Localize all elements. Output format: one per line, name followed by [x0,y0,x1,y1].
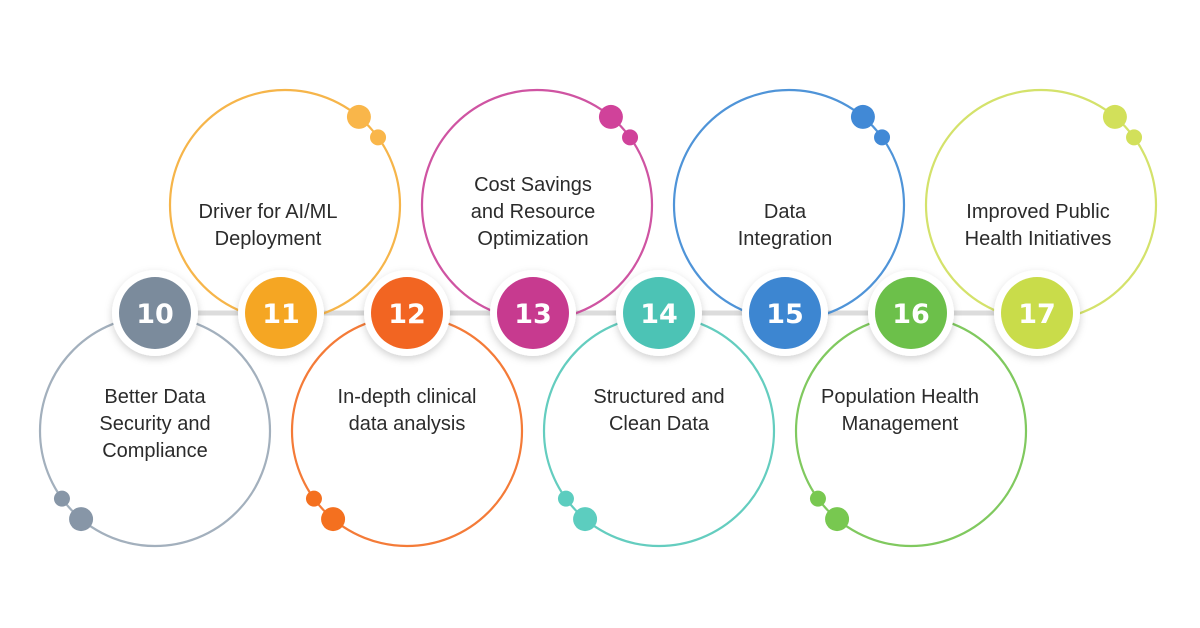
number-node [623,277,695,349]
node-number: 17 [1018,299,1056,330]
item-label-line: data analysis [348,413,466,435]
node-number: 12 [388,299,426,330]
accent-dot-small [1126,129,1143,146]
number-node [875,277,947,349]
item-label-15: Data Integration [695,199,875,253]
item-label-line: and Resource [470,201,596,223]
number-node [497,277,569,349]
item-label-line: Structured and [593,386,725,408]
item-label-12: In-depth clinical data analysis [317,384,497,438]
number-node [1001,277,1073,349]
item-label-line: Integration [737,228,833,250]
accent-dot [825,507,850,532]
item-label-line: Improved Public [966,201,1110,223]
accent-dot [321,507,346,532]
accent-dot [346,104,371,129]
item-label-line: Driver for AI/ML [198,201,338,223]
node-number: 11 [262,299,300,330]
item-label-line: Better Data [104,386,206,408]
item-label-line: In-depth clinical [337,386,477,408]
number-node [371,277,443,349]
node-number: 15 [766,299,804,330]
accent-dot-small [557,490,574,507]
item-label-line: Management [841,413,959,435]
accent-dot [69,507,94,532]
item-label-line: Health Initiatives [964,228,1112,250]
accent-dot-small [622,129,639,146]
ring-layer [38,88,1158,548]
accent-dot-small [874,129,891,146]
item-label-line: Data [763,201,807,223]
accent-dot-small [809,490,826,507]
item-label-13: Cost Savings and Resource Optimization [443,172,623,253]
node-number: 13 [514,299,552,330]
accent-dot [850,104,875,129]
number-node [119,277,191,349]
accent-dot [573,507,598,532]
accent-dot [1102,104,1127,129]
node-number: 10 [136,299,174,330]
item-label-17: Improved Public Health Initiatives [948,199,1128,253]
item-label-line: Deployment [214,228,322,250]
accent-dot-small [370,129,387,146]
item-label-line: Clean Data [608,413,710,435]
number-node [749,277,821,349]
node-layer: 10 11 12 13 14 15 16 17 [112,270,1080,356]
node-number: 14 [640,299,678,330]
accent-dot [598,104,623,129]
item-label-line: Compliance [102,440,208,462]
number-node [245,277,317,349]
item-label-line: Cost Savings [474,174,592,196]
item-label-16: Population Health Management [810,384,990,438]
node-number: 16 [892,299,930,330]
item-label-11: Driver for AI/ML Deployment [178,199,358,253]
accent-dot-small [53,490,70,507]
item-label-10: Better Data Security and Compliance [65,384,245,465]
accent-dot-small [305,490,322,507]
item-label-line: Population Health [821,386,979,408]
item-label-line: Optimization [477,228,589,250]
item-label-line: Security and [99,413,211,435]
item-label-14: Structured and Clean Data [569,384,749,438]
